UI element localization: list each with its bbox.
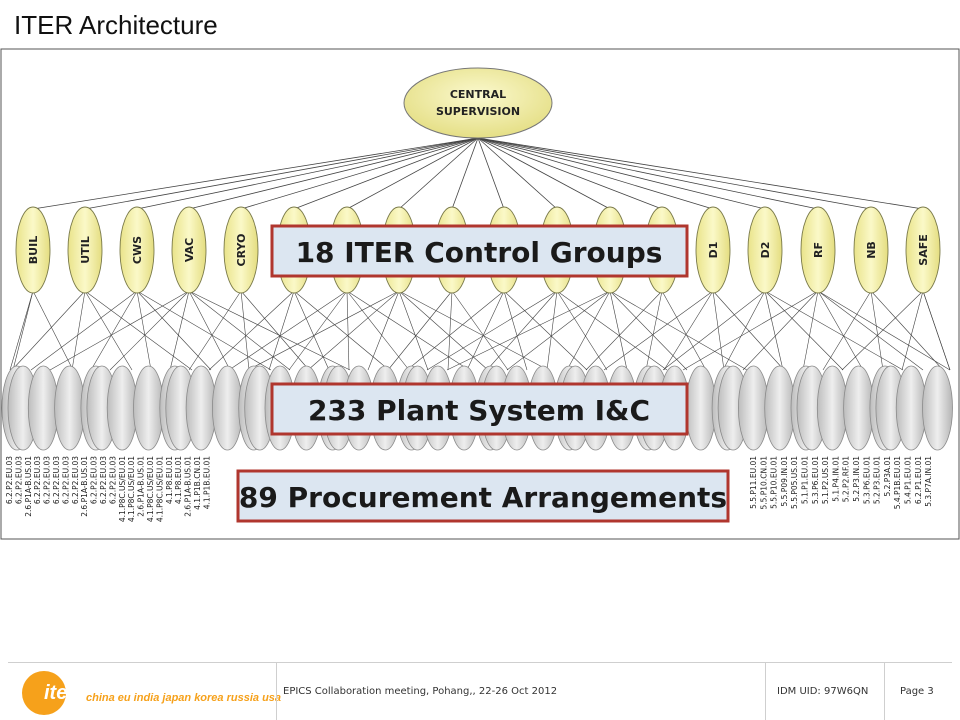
control-group-nb: NB: [853, 206, 889, 294]
plant-system-node: [816, 365, 848, 451]
procurement-code-label: 5.1.P2.US.01: [821, 456, 830, 504]
procurement-code-label: 6.2.P1.EU.01: [914, 456, 923, 504]
plant-system-node: [211, 365, 243, 451]
procurement-code-label: 5.5.P09.IN.01: [780, 456, 789, 507]
control-group-util: UTIL: [67, 206, 103, 294]
procurement-code-label: 4.1.P8C.US/EU.01: [155, 456, 164, 522]
procurement-code-label: 6.2.P2.EU.03: [90, 456, 99, 504]
footer-idm: IDM UID: 97W6QN: [777, 686, 869, 697]
banner-plant-systems: 233 Plant System I&C: [270, 382, 689, 436]
root-line1: CENTRAL: [450, 88, 506, 101]
procurement-code-label: 4.1.P8C.US/EU.01: [146, 456, 155, 522]
procurement-code-label: 2.6.P1A-B.US.01: [184, 456, 193, 517]
plant-system-node: [843, 365, 874, 451]
control-group-label: CRYO: [235, 234, 248, 267]
iter-logo-tagline: china eu india japan korea russia usa: [86, 692, 282, 704]
banner-procurement: 89 Procurement Arrangements: [236, 469, 730, 523]
procurement-code-label: 6.2.P2.EU.03: [61, 456, 70, 504]
control-group-label: BUIL: [27, 236, 40, 264]
control-group-cryo: CRYO: [223, 206, 259, 294]
plant-system-node: [185, 365, 217, 451]
procurement-code-label: 5.5.P11.EU.01: [749, 456, 758, 509]
procurement-code-label: 5.3.P6.EU.01: [811, 456, 820, 504]
procurement-code-label: 6.2.P2.EU.03: [99, 456, 108, 504]
procurement-code-label: 4.1.P1B.EU.01: [202, 456, 211, 510]
central-supervision-node: CENTRAL SUPERVISION: [403, 67, 553, 139]
footer: iter china eu india japan korea russia u…: [0, 663, 960, 720]
iter-logo-word: iter: [44, 682, 76, 704]
control-group-cws: CWS: [119, 206, 155, 294]
banner-procurement-text: 89 Procurement Arrangements: [239, 481, 727, 514]
slide-title: ITER Architecture: [14, 10, 218, 40]
plant-system-node: [133, 365, 164, 451]
footer-divider: [884, 663, 885, 720]
procurement-code-label: 5.2.P3.IN.01: [852, 456, 861, 502]
banner-control-groups-text: 18 ITER Control Groups: [296, 236, 663, 269]
procurement-code-label: 4.1.P8C.US/EU.01: [127, 456, 136, 522]
procurement-code-label: 5.1.P1.EU.01: [801, 456, 810, 504]
control-group-label: UTIL: [79, 236, 92, 264]
procurement-code-label: 2.6.P1A-B.US.01: [80, 456, 89, 517]
footer-rule: [8, 662, 952, 663]
procurement-code-label: 4.1.P8C.US/EU.01: [118, 456, 127, 522]
procurement-code-label: 5.2.P3.EU.01: [873, 456, 882, 504]
footer-page: Page 3: [900, 686, 934, 697]
procurement-code-label: 5.2.P2.RF.01: [842, 456, 851, 502]
control-group-label: SAFE: [917, 234, 930, 265]
banner-control-groups: 18 ITER Control Groups: [270, 224, 689, 278]
procurement-code-label: 5.5.P10.CN.01: [759, 456, 768, 510]
plant-system-node: [764, 365, 796, 451]
procurement-code-label: 5.4.P1B.EU.01: [893, 456, 902, 510]
procurement-code-label: 5.3.P7A.IN.01: [924, 456, 933, 507]
plant-system-node: [54, 365, 85, 451]
footer-divider: [765, 663, 766, 720]
control-group-label: CWS: [131, 236, 144, 264]
control-group-label: D1: [707, 242, 720, 259]
procurement-code-label: 6.2.P2.EU.03: [108, 456, 117, 504]
procurement-code-label: 4.1.P8.EU.01: [165, 456, 174, 504]
procurement-code-label: 5.4.P1.EU.01: [904, 456, 913, 504]
architecture-diagram: BUIL UTIL CWS VAC CRYO D1 D2 RF NB SAFE CENTRAL S…: [0, 48, 960, 540]
control-group-label: RF: [812, 242, 825, 258]
procurement-code-label: 6.2.P2.EU.03: [33, 456, 42, 504]
plant-system-node: [738, 365, 769, 451]
procurement-code-label: 5.5.P05.US.01: [790, 456, 799, 509]
procurement-code-label: 6.2.P2.EU.03: [5, 456, 14, 504]
procurement-code-label: 5.1.P4.IN.01: [831, 456, 840, 502]
control-group-d2: D2: [747, 206, 783, 294]
control-group-rf: RF: [800, 206, 836, 294]
procurement-code-label: 6.2.P2.EU.03: [52, 456, 61, 504]
control-group-buil: BUIL: [15, 206, 51, 294]
control-group-vac: VAC: [171, 206, 207, 294]
procurement-code-label: 2.6.P1A-B.US.01: [24, 456, 33, 517]
plant-system-node: [685, 365, 717, 451]
supervision-connectors: [32, 137, 924, 210]
procurement-code-label: 4.1.P8.EU.01: [174, 456, 183, 504]
procurement-code-label: 5.5.P10.EU.01: [770, 456, 779, 509]
footer-divider: [276, 663, 277, 720]
root-line2: SUPERVISION: [436, 105, 520, 118]
plant-system-node: [27, 365, 59, 451]
plant-system-node: [922, 365, 953, 451]
control-group-safe: SAFE: [905, 206, 941, 294]
procurement-code-label: 6.2.P2.EU.03: [71, 456, 80, 504]
plant-system-node: [106, 365, 138, 451]
plant-connectors: [9, 290, 951, 371]
procurement-code-label: 6.2.P2.EU.03: [14, 456, 23, 504]
procurement-code-label: 6.2.P2.EU.03: [43, 456, 52, 504]
control-group-label: VAC: [183, 238, 196, 262]
procurement-code-label: 2.6.P1A-B.US.01: [137, 456, 146, 517]
footer-event: EPICS Collaboration meeting, Pohang,, 22…: [283, 686, 558, 697]
iter-logo-mark: [22, 671, 66, 715]
procurement-code-label: 5.2.P3A.01: [883, 456, 892, 497]
plant-system-node: [895, 365, 927, 451]
procurement-code-label: 4.1.P1B.CN.01: [193, 456, 202, 510]
control-group-d1: D1: [695, 206, 731, 294]
control-group-label: NB: [865, 241, 878, 259]
control-group-label: D2: [759, 242, 772, 259]
banner-plant-systems-text: 233 Plant System I&C: [308, 394, 650, 427]
procurement-code-label: 5.3.P6.EU.01: [862, 456, 871, 504]
